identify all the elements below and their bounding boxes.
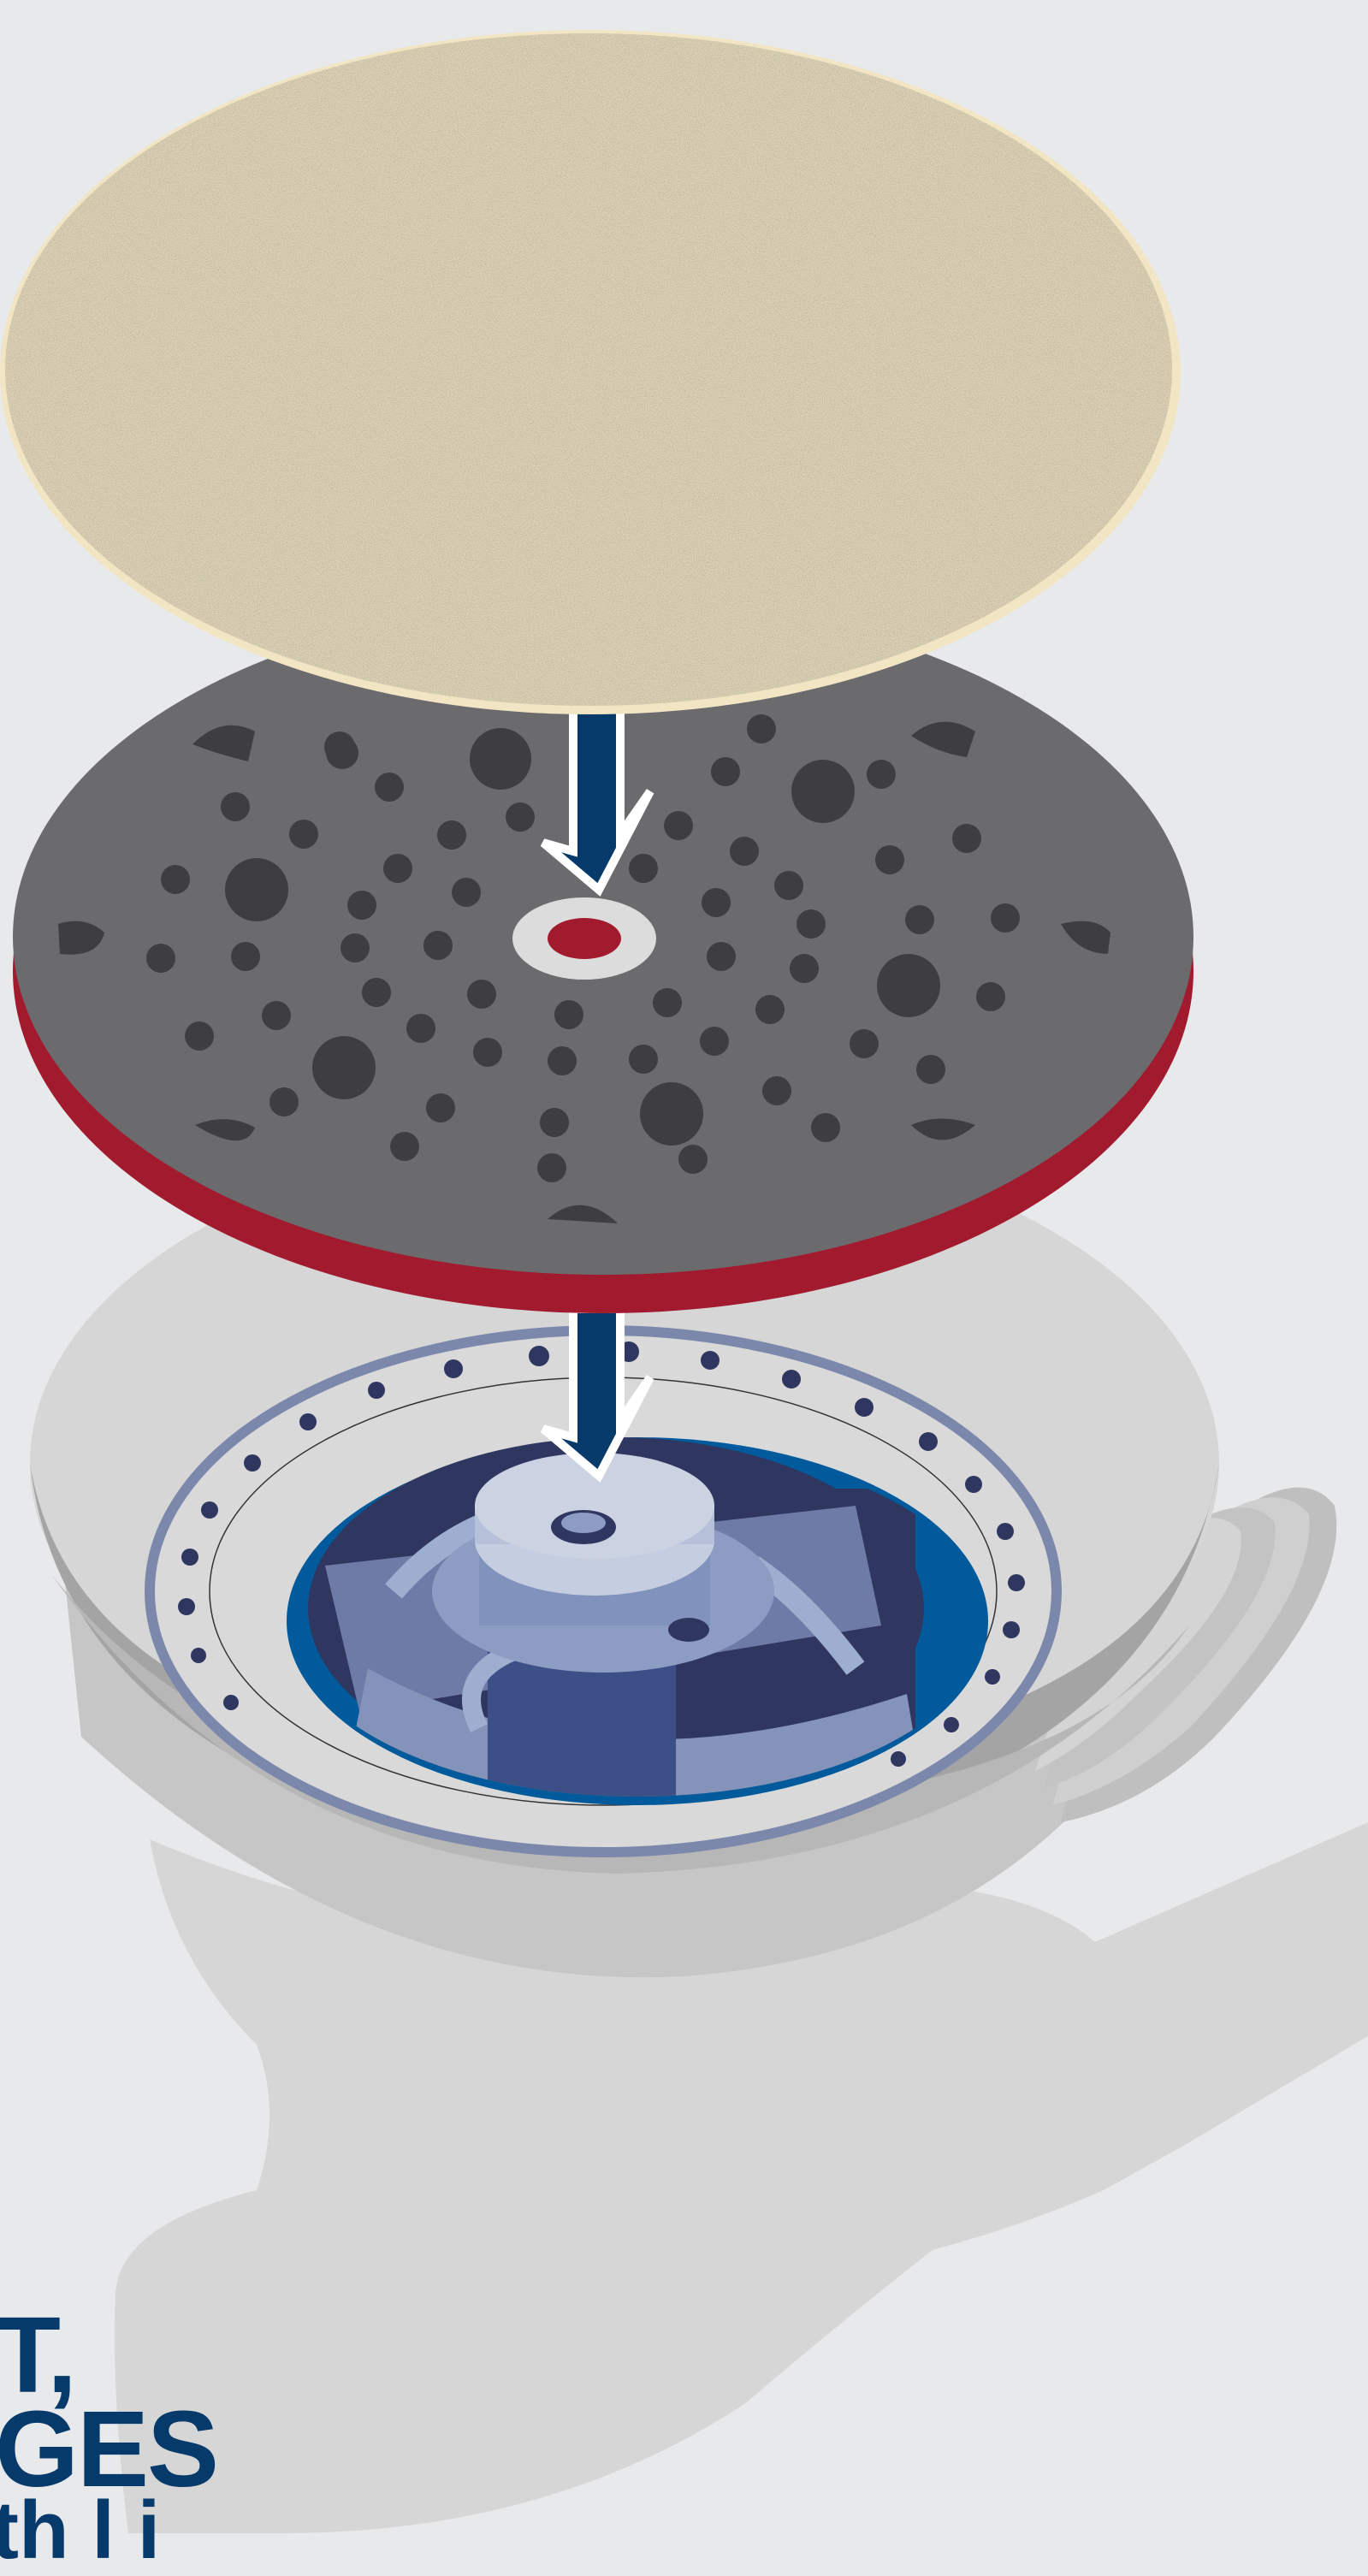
sandpaper-disc <box>0 30 1181 714</box>
subheadline: th l i <box>0 2490 160 2572</box>
